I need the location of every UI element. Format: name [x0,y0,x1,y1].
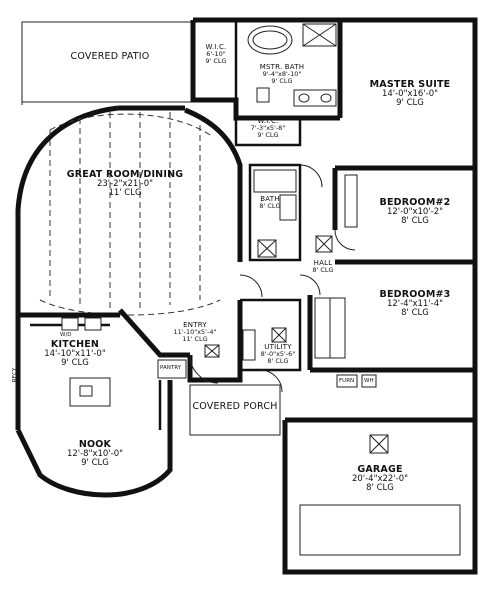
bath2-walls [248,163,302,262]
tub-inner [252,30,288,50]
covered-patio-label: COVERED PATIO [70,51,150,62]
master-suite-label: MASTER SUITE 14'-0"x16'-0" 9' CLG [369,79,451,108]
pantry-label: PANTRY [160,365,182,371]
bed3-walls [310,259,478,373]
entry-label: ENTRY 11'-10"x5'-4" 11' CLG [173,321,217,344]
wic2-walls [234,118,302,147]
furn-label: FURN [339,378,355,384]
kitchen-walls [15,312,120,430]
beam-arc-top [49,113,211,136]
wic-2-label: W.I.C. 7'-3"x5'-8" 9' CLG [250,117,286,140]
garage-label: GARAGE 20'-4"x22'-0" 8' CLG [351,464,409,493]
garage-walls [282,370,478,575]
pantry-wall [118,308,190,358]
beam-arc-bottom [39,299,221,316]
tub [247,25,293,55]
door-swing-3 [299,274,321,296]
door-swing-1 [299,164,323,188]
door-swing-2 [334,229,356,251]
bed2-closet [344,174,358,228]
covered-patio-outline [21,21,193,103]
shower-x2 [302,23,337,47]
wh-box [361,374,377,388]
util-sky-x2 [271,327,287,343]
bath2-shower-x2 [257,239,277,258]
bath-2-label: BATH 8' CLG [259,195,281,211]
pantry [157,359,187,379]
toilet [256,87,270,103]
kitchen-label: KITCHEN 14'-10"x11'-0" 9' CLG [44,339,106,368]
utility-wd [242,329,256,361]
covered-porch-label: COVERED PORCH [192,401,278,412]
sink-2 [320,93,332,103]
sink-k [84,317,102,331]
utility-label: UTILITY 8'-0"x5'-6" 8' CLG [260,343,296,366]
nook-label: NOOK 12'-8"x10'-0" 9' CLG [66,439,124,468]
garage-door [299,504,461,556]
wic-1-label: W.I.C. 6'-10" 9' CLG [205,43,227,66]
covered-porch-outline [189,384,281,436]
door-swing-entry [189,354,219,384]
door-swing-4 [239,274,263,298]
door-swing-5 [259,369,283,393]
hall-label: HALL 8' CLG [312,259,334,275]
great-room-label: GREAT ROOM/DINING 23'-2"x21'-0" 11' CLG [66,169,184,198]
utility-walls [240,298,302,372]
wh-label: WH [364,378,374,384]
wd-label: W/D [60,332,72,338]
bedroom-3-label: BEDROOM#3 12'-4"x11'-4" 8' CLG [379,289,451,318]
great-room-east-curve [184,107,243,262]
recycle-label: RECY [12,367,19,383]
bath2-vanity [279,194,297,221]
entry-sky-x2 [204,344,220,358]
furn-box [336,374,358,388]
bath2-tub [253,169,297,193]
master-bath-label: MSTR. BATH 9'-4"x8'-10" 9' CLG [259,63,305,86]
nook-bay [15,428,173,498]
kitchen-island [69,377,111,407]
great-room-curved-wall [15,105,119,315]
bedroom-2-label: BEDROOM#2 12'-0"x10'-2" 8' CLG [379,197,451,226]
entry-walls [187,300,243,383]
hall-sky-x2 [315,235,333,253]
garage-sky-x2 [369,434,389,454]
island-sink [79,385,93,397]
range [61,317,79,331]
sink-1 [298,93,310,103]
